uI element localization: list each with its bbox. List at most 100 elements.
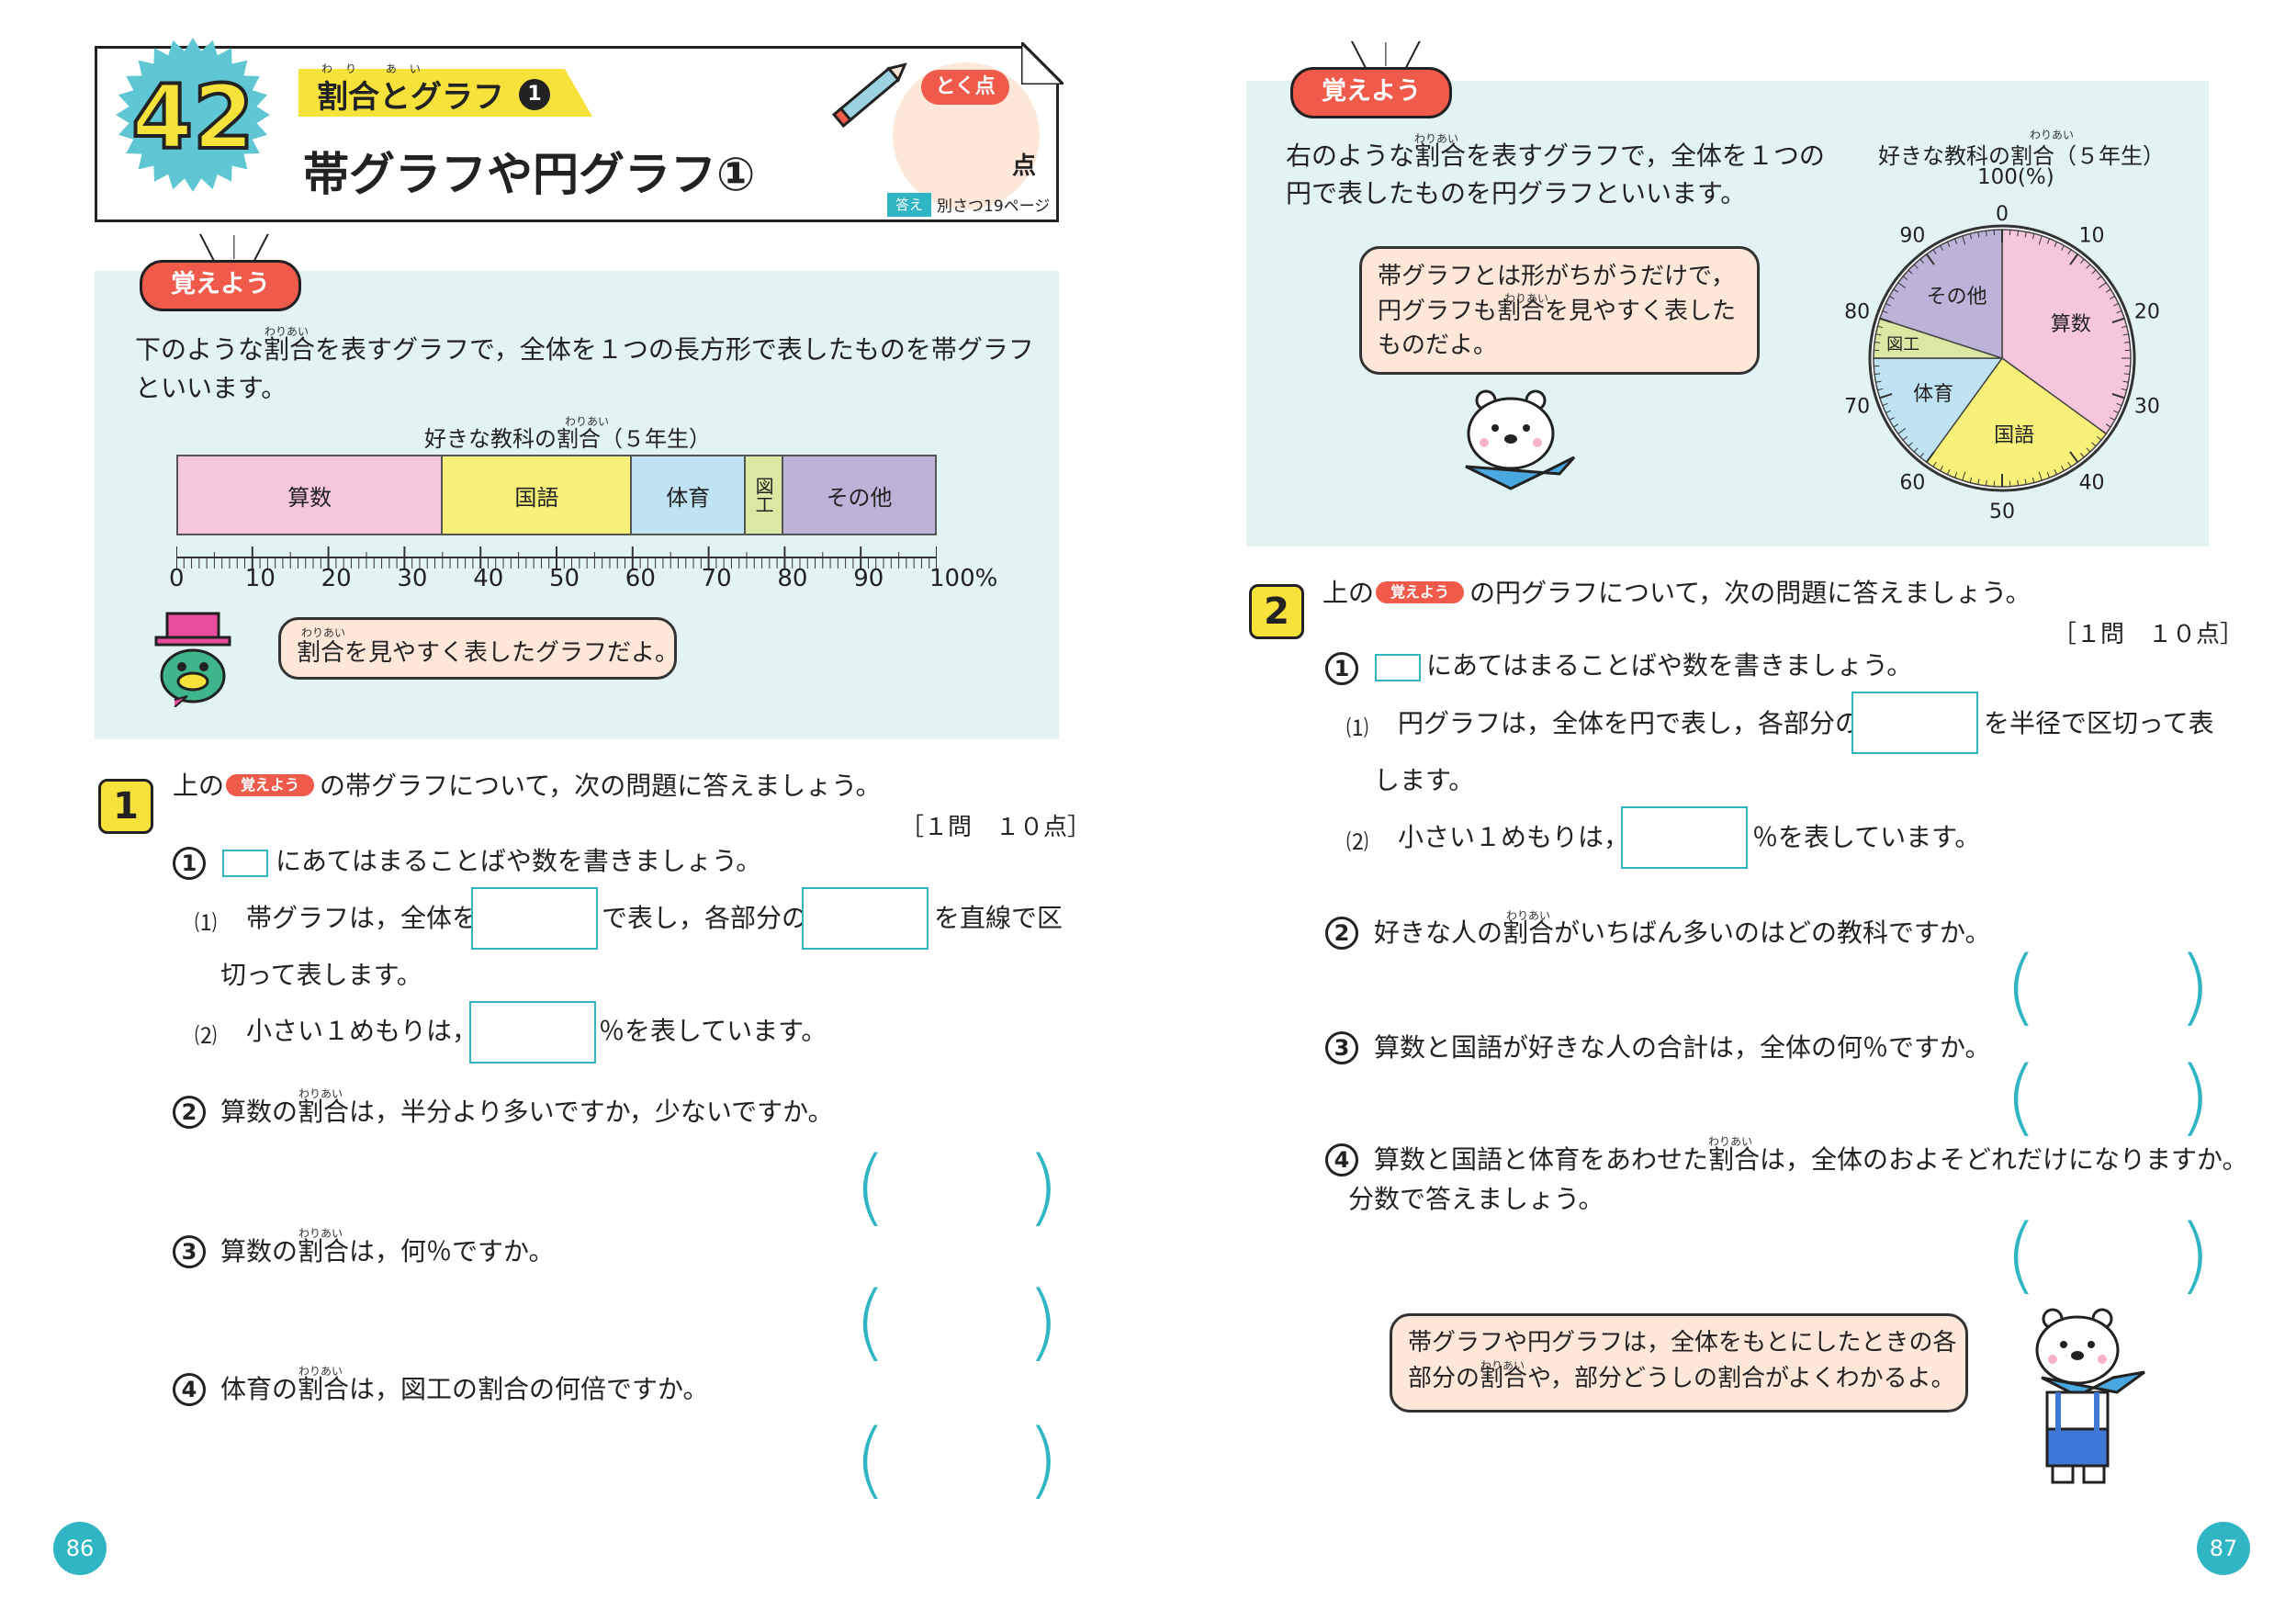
pie-tick (2091, 269, 2097, 275)
right-intro-line1: 右のような割合を表すグラフで，全体を１つの (1286, 141, 1825, 171)
q1-sub1-text: にあてはまることばや数を書きましょう。 (276, 846, 762, 876)
question-2-number: 2 (1249, 584, 1304, 639)
pie-tick (2086, 447, 2091, 453)
q1-sub2-ruby: わりあい (298, 1087, 343, 1100)
pie-tick (2111, 392, 2125, 400)
q2-intro-text: の円グラフについて，次の問題に答えましょう。 (1469, 578, 2032, 608)
attention-rays-icon: ╲ ｜ ╱ (200, 235, 268, 263)
q2-sub4-answer-open[interactable]: ( (2005, 1207, 2038, 1303)
q2-points: ［１問 １０点］ (2053, 621, 2245, 648)
pie-tick (1946, 242, 1951, 247)
pie-tick (1932, 461, 1937, 467)
q1-answer-box-part[interactable] (802, 887, 929, 950)
q1-sub3-answer-open[interactable]: ( (854, 1274, 887, 1370)
q1-sub3-answer-close: ) (1027, 1274, 1060, 1370)
scale-tick-label: 70 (701, 565, 732, 592)
q1-sub4-number: 4 (173, 1373, 206, 1406)
pie-tick (2121, 388, 2127, 391)
q1-sub2-answer-open[interactable]: ( (854, 1139, 887, 1235)
pie-tick (2096, 436, 2102, 441)
scale-tick-label: 80 (777, 565, 808, 592)
pie-tick (2046, 472, 2051, 478)
pie-tick-label: 30 (2134, 395, 2160, 418)
q1-sub4-answer-close: ) (1027, 1412, 1060, 1508)
bear-speech-ruby: わりあい (1504, 292, 1549, 305)
q2-item1-text-a: 円グラフは，全体を円で表し，各部分の (1398, 708, 1862, 738)
q2-sub2-answer-open[interactable]: ( (2005, 939, 2038, 1035)
bear-speech-text: 帯グラフとは形がちがうだけで， 円グラフも割合を見やすく表した ものだよ。 (1378, 260, 1736, 364)
q1-sub4-text: 体育の割合は，図工の割合の何倍ですか。 (220, 1374, 709, 1404)
band-segment-2: 体育 (632, 456, 746, 534)
pie-tick (2017, 479, 2020, 486)
q1-sub3-text: 算数の割合は，何％ですか。 (220, 1236, 555, 1266)
pie-tick (2061, 245, 2065, 251)
band-segment-label: その他 (826, 484, 893, 511)
intro-ruby: わりあい (264, 325, 310, 338)
q2-sub4-text: 算数と国語と体育をあわせた割合は，全体のおよそどれだけになりますか。 (1374, 1144, 2248, 1175)
pie-tick (1953, 238, 1958, 244)
pie-tick (2024, 231, 2027, 238)
q2-item2-label: ⑵ (1346, 829, 1368, 855)
q2-intro-badge: 覚えよう (1376, 581, 1464, 603)
pie-tick (2113, 302, 2119, 307)
pie-tick (1893, 288, 1899, 293)
band-segment-label: 図工 (752, 477, 775, 513)
pie-tick (2086, 264, 2091, 269)
q1-answer-box-whole[interactable] (471, 887, 598, 950)
lesson-number: 42 (129, 66, 256, 169)
q2-sub3-number: 3 (1325, 1031, 1358, 1064)
pie-tick (2098, 428, 2107, 434)
band-segment-label: 算数 (287, 484, 332, 511)
q2-answer-box-scale[interactable] (1621, 806, 1748, 869)
pie-slice-0 (2001, 229, 2132, 435)
q1-sub2-answer-close: ) (1027, 1139, 1060, 1235)
q1-points: ［１問 １０点］ (900, 814, 1092, 841)
pie-tick (1893, 423, 1899, 428)
pie-tick (1908, 269, 1913, 275)
pie-tick (2054, 242, 2058, 247)
pie-tick (1969, 477, 1973, 483)
pie-tick (2116, 310, 2122, 314)
q1-sub2-number: 2 (173, 1096, 206, 1129)
pie-tick (1902, 436, 1908, 441)
pie-tick (2105, 423, 2111, 428)
q1-item1-text-c: を直線で区 (934, 903, 1064, 933)
band-segment-0: 算数 (178, 456, 444, 534)
q1-answer-box-scale[interactable] (469, 1001, 596, 1064)
pie-tick (2123, 341, 2130, 343)
q2-item1-text-b: を半径で区切って表 (1984, 708, 2214, 738)
pie-tick (1897, 428, 1907, 434)
subtitle: 割合とグラフ (317, 79, 504, 116)
pie-slice-label: 図工 (1886, 335, 1919, 355)
pie-tick (2110, 296, 2115, 299)
pie-tick (1902, 276, 1908, 280)
pie-tick (2098, 282, 2107, 288)
bear2-speech-text: 帯グラフや円グラフは，全体をもとにしたときの各 部分の割合や，部分どうしの割合が… (1408, 1325, 1956, 1397)
pie-tick (2032, 233, 2035, 240)
scale-tick-label: 40 (473, 565, 504, 592)
q1-intro-badge: 覚えよう (226, 774, 314, 796)
q2-item1-label: ⑴ (1346, 715, 1368, 741)
band-title-ruby: わりあい (565, 415, 610, 428)
right-intro-line2: 円で表したものを円グラフといいます。 (1286, 178, 1747, 208)
pie-tick (1969, 233, 1973, 240)
pie-tick-label: 40 (2079, 471, 2105, 494)
score-unit: 点 (1012, 152, 1037, 180)
pie-tick (1875, 380, 1882, 383)
pie-tick-label: 20 (2134, 301, 2160, 324)
q2-sub3-answer-open[interactable]: ( (2005, 1049, 2038, 1145)
q1-sub4-answer-open[interactable]: ( (854, 1412, 887, 1508)
q2-answer-box-part[interactable] (1851, 692, 1978, 754)
pie-tick (2080, 258, 2085, 265)
pie-tick-label: 80 (1844, 301, 1870, 324)
page-number-right: 87 (2197, 1522, 2250, 1575)
pie-tick (2111, 317, 2125, 324)
band-segment-4: その他 (783, 456, 935, 534)
scale-tick-label: 90 (853, 565, 884, 592)
q2-sub2-ruby: わりあい (1506, 909, 1551, 922)
pie-tick (2054, 469, 2058, 475)
pie-tick (2121, 325, 2127, 329)
pie-tick (1874, 341, 1881, 343)
